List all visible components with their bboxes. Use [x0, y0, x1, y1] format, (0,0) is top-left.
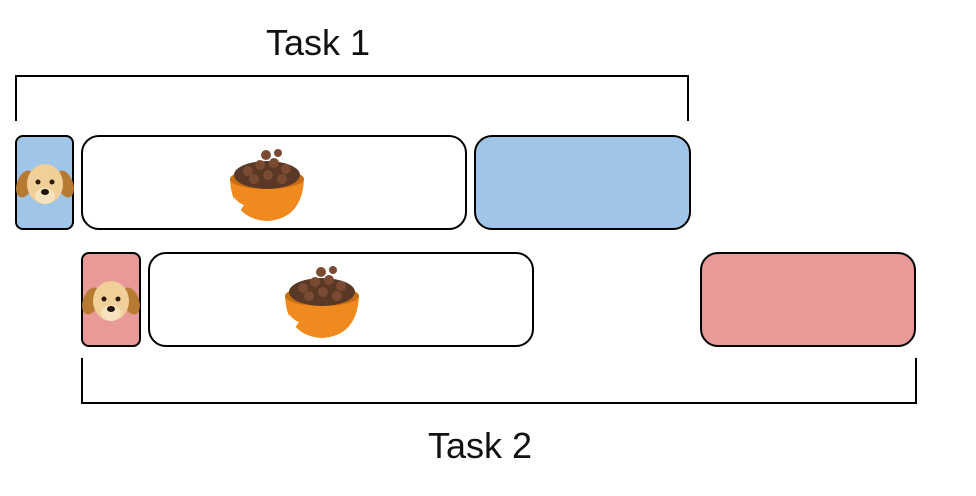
- task2-colored-slot: [700, 252, 916, 347]
- task1-label: Task 1: [266, 22, 371, 63]
- task1-bracket: [15, 75, 689, 121]
- dog-food-bowl-icon: [230, 149, 304, 221]
- task1-colored-slot: [474, 135, 691, 230]
- dog-head-icon: [16, 164, 74, 204]
- task2-label: Task 2: [428, 425, 533, 466]
- task2-bracket: [81, 358, 917, 404]
- dog-head-icon: [82, 281, 140, 321]
- dog-food-bowl-icon: [285, 266, 359, 338]
